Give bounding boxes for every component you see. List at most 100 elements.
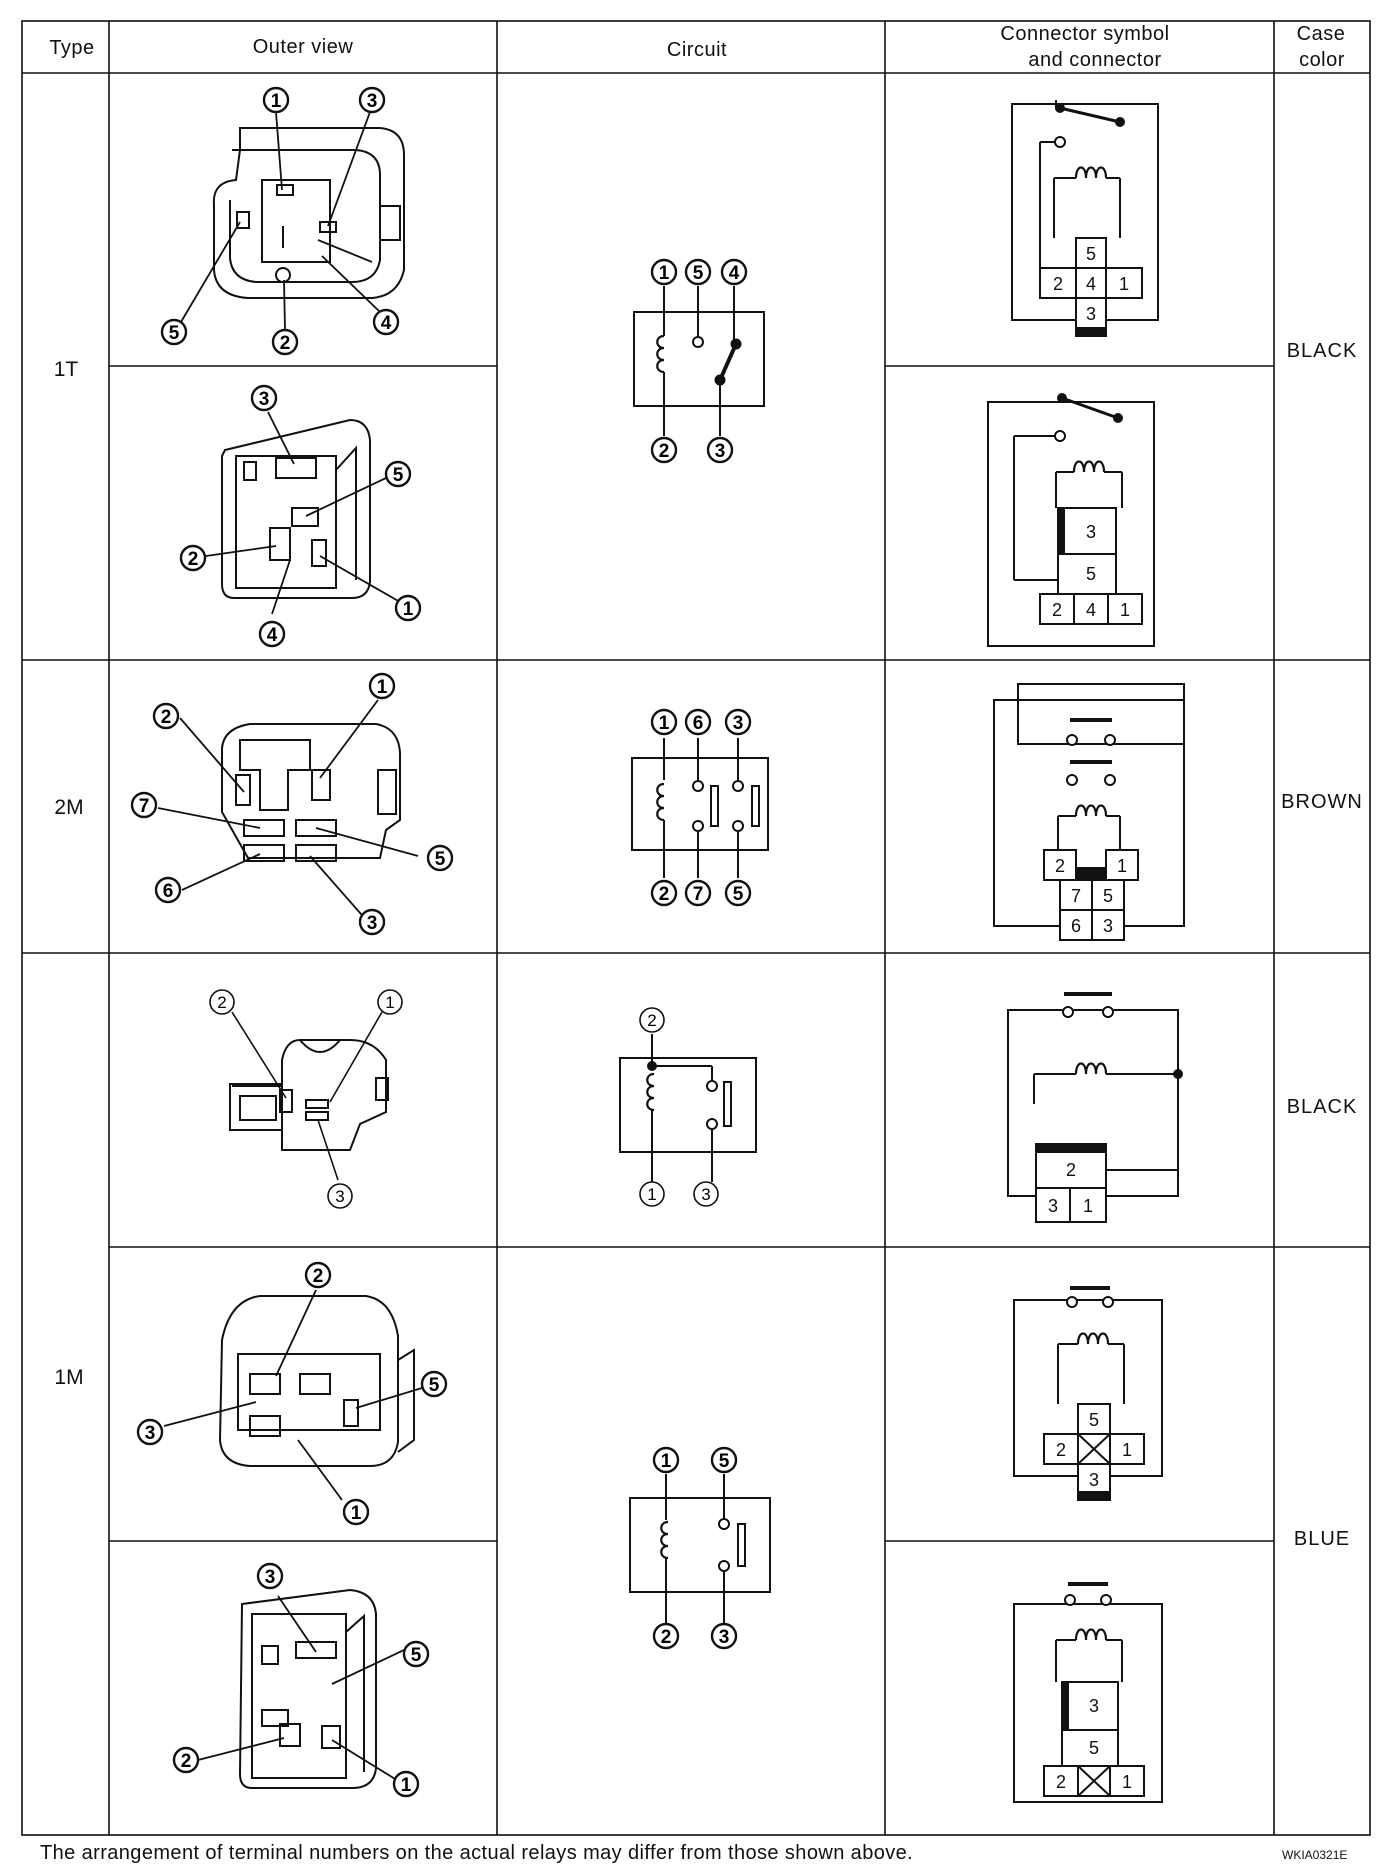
- circuit-1m-a: [619, 1034, 757, 1182]
- outer-view-1m-b-callouts: [163, 1289, 423, 1501]
- svg-text:4: 4: [1086, 600, 1096, 620]
- callout-1m-a-1: 1: [377, 989, 403, 1015]
- callout-1t-b-3: 3: [250, 384, 278, 412]
- callout-2m-2: 2: [152, 702, 180, 730]
- svg-text:5: 5: [1086, 244, 1096, 264]
- callout-2m-7: 7: [130, 791, 158, 819]
- circuit-1m-b: [629, 1474, 771, 1624]
- svg-text:2: 2: [659, 884, 670, 905]
- header-type: Type: [49, 37, 94, 59]
- svg-text:5: 5: [393, 465, 404, 486]
- svg-text:2: 2: [161, 707, 172, 728]
- svg-text:1: 1: [385, 993, 394, 1012]
- outer-view-1t-a: [212, 127, 405, 299]
- circuit-2m-t7: 7: [684, 879, 712, 907]
- circuit-2m-t5: 5: [724, 879, 752, 907]
- svg-text:5: 5: [693, 263, 704, 284]
- circuit-terminals-thin: 2 1 3: [639, 1007, 719, 1207]
- svg-text:3: 3: [1089, 1470, 1099, 1490]
- svg-text:7: 7: [693, 884, 704, 905]
- callout-1m-a-2: 2: [209, 989, 235, 1015]
- connector-1m-c: 3 5 2 1: [1013, 1582, 1163, 1803]
- svg-text:2: 2: [659, 441, 670, 462]
- circuit-1t-t1: 1: [650, 258, 678, 286]
- circuit-1m-b-t5: 5: [710, 1446, 738, 1474]
- svg-text:1: 1: [1122, 1440, 1132, 1460]
- svg-text:7: 7: [1071, 886, 1081, 906]
- outer-callout-markers-thin: 2 1 3: [209, 989, 403, 1209]
- callout-2m-3: 3: [358, 908, 386, 936]
- svg-text:3: 3: [1086, 304, 1096, 324]
- svg-text:1: 1: [403, 599, 414, 620]
- circuit-1m-a-t3: 3: [693, 1181, 719, 1207]
- callout-1m-c-5: 5: [402, 1640, 430, 1668]
- callout-1m-a-3: 3: [327, 1183, 353, 1209]
- svg-text:4: 4: [729, 263, 740, 284]
- svg-text:1: 1: [1120, 600, 1130, 620]
- svg-text:2: 2: [1056, 1772, 1066, 1792]
- circuit-1m-a-t1: 1: [639, 1181, 665, 1207]
- svg-text:3: 3: [733, 713, 744, 734]
- svg-text:3: 3: [719, 1627, 730, 1648]
- svg-text:5: 5: [429, 1375, 440, 1396]
- svg-text:3: 3: [1089, 1696, 1099, 1716]
- svg-text:5: 5: [733, 884, 744, 905]
- header-connector-line1: Connector symbol: [1000, 23, 1169, 45]
- case-color-1t: BLACK: [1287, 340, 1358, 362]
- outer-view-1m-b: [218, 1295, 415, 1467]
- svg-text:6: 6: [163, 881, 174, 902]
- svg-text:2: 2: [1066, 1160, 1076, 1180]
- connector-1t-a: 5 2 4 1 3: [1011, 100, 1159, 337]
- table-grid: [21, 20, 1371, 1836]
- callout-1t-b-4: 4: [258, 620, 286, 648]
- callout-1t-a-4: 4: [372, 308, 400, 336]
- callout-1t-b-5: 5: [384, 460, 412, 488]
- outer-view-1m-a-callouts: [231, 1011, 383, 1181]
- callout-1m-c-3: 3: [256, 1562, 284, 1590]
- callout-1t-b-2: 2: [179, 544, 207, 572]
- type-label-2m: 2M: [54, 796, 83, 819]
- case-color-1m-b: BLUE: [1294, 1528, 1350, 1550]
- svg-text:2: 2: [1055, 856, 1065, 876]
- footer-note: The arrangement of terminal numbers on t…: [40, 1842, 914, 1864]
- svg-text:4: 4: [381, 313, 392, 334]
- circuit-1m-b-t3: 3: [710, 1622, 738, 1650]
- callout-1m-c-2: 2: [172, 1746, 200, 1774]
- connector-2m: 2 1 7 5 6 3: [993, 683, 1185, 941]
- svg-text:5: 5: [1089, 1738, 1099, 1758]
- type-label-1t: 1T: [54, 358, 79, 381]
- svg-text:3: 3: [1048, 1196, 1058, 1216]
- svg-text:1: 1: [647, 1185, 656, 1204]
- header-case-line2: color: [1299, 49, 1345, 71]
- callout-1m-c-1: 1: [392, 1770, 420, 1798]
- circuit-1t: [633, 286, 765, 436]
- outer-view-1t-b: [221, 418, 371, 599]
- svg-text:3: 3: [367, 91, 378, 112]
- outer-callout-markers-b: 2 5 3 1 3 5 2 1: [136, 1261, 448, 1798]
- circuit-2m-t1: 1: [650, 708, 678, 736]
- svg-text:5: 5: [1089, 1410, 1099, 1430]
- callout-2m-6: 6: [154, 876, 182, 904]
- svg-text:1: 1: [1117, 856, 1127, 876]
- circuit-1t-t3: 3: [706, 436, 734, 464]
- svg-text:2: 2: [661, 1627, 672, 1648]
- callout-1t-b-1: 1: [394, 594, 422, 622]
- circuit-1t-t2: 2: [650, 436, 678, 464]
- circuit-2m-t2: 2: [650, 879, 678, 907]
- svg-text:4: 4: [267, 625, 278, 646]
- svg-text:4: 4: [1086, 274, 1096, 294]
- circuit-2m-t6: 6: [684, 708, 712, 736]
- svg-text:2: 2: [313, 1266, 324, 1287]
- svg-text:5: 5: [435, 849, 446, 870]
- callout-2m-5: 5: [426, 844, 454, 872]
- svg-text:2: 2: [1052, 600, 1062, 620]
- outer-view-2m: [221, 723, 401, 862]
- circuit-1m-a-t2: 2: [639, 1007, 665, 1033]
- svg-text:3: 3: [367, 913, 378, 934]
- svg-text:3: 3: [1086, 522, 1096, 542]
- svg-text:2: 2: [280, 333, 291, 354]
- svg-text:5: 5: [169, 323, 180, 344]
- svg-text:1: 1: [1119, 274, 1129, 294]
- svg-text:3: 3: [1103, 916, 1113, 936]
